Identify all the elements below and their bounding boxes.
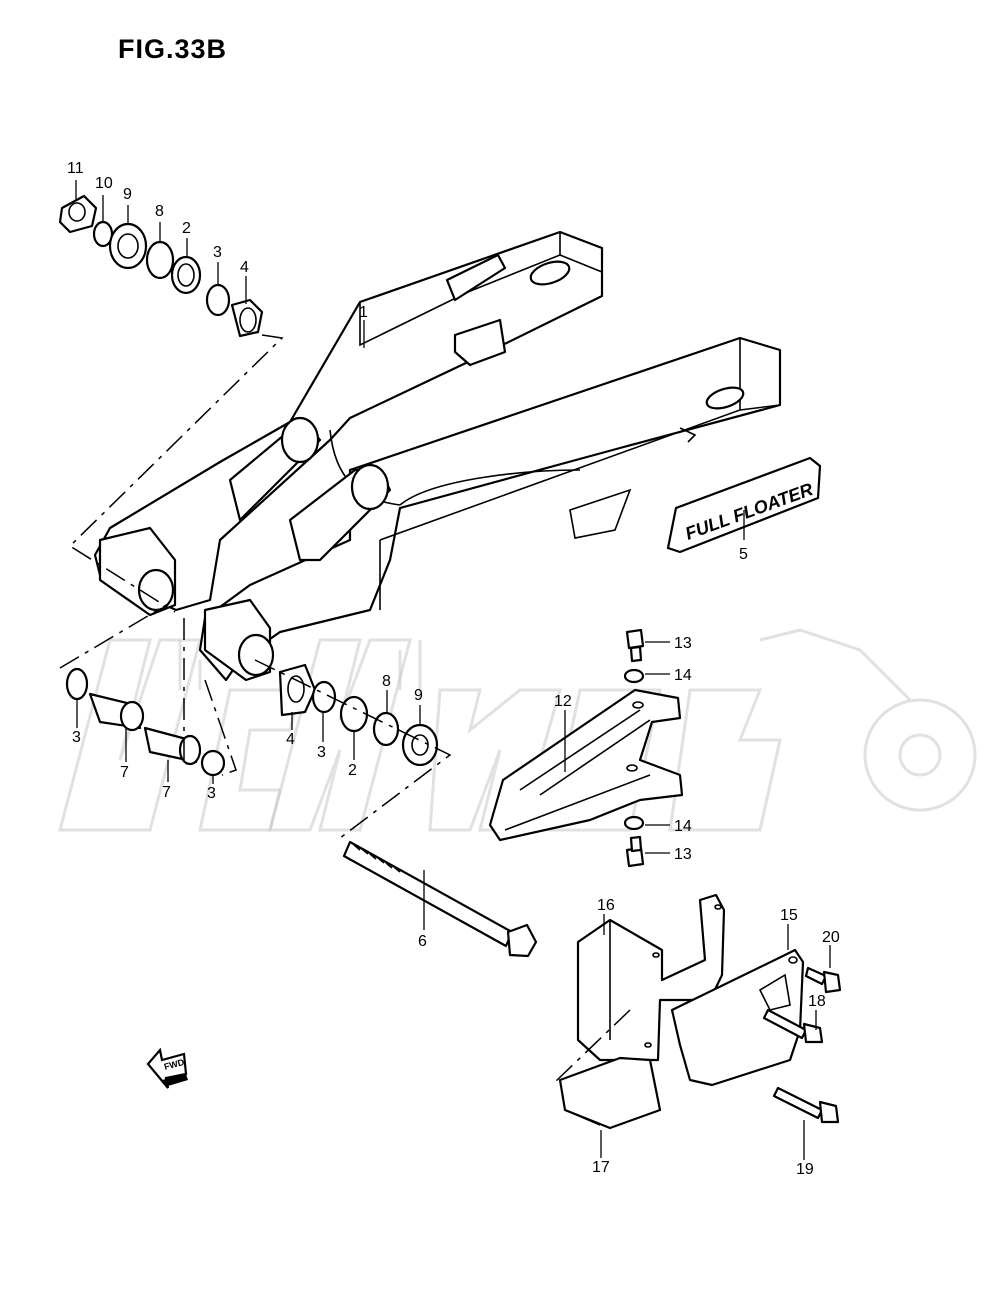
callout-3: 3 [72,729,81,746]
callout-10: 10 [95,175,113,192]
assembly-lines [59,334,631,1083]
swingarm [93,230,782,682]
callout-3: 3 [207,785,216,802]
callout-3: 3 [317,744,326,761]
callout-8: 8 [155,203,164,220]
callout-1: 1 [359,304,368,321]
callout-4: 4 [286,731,295,748]
callout-8: 8 [382,673,391,690]
callout-9: 9 [123,186,132,203]
figure-title: FIG.33B [118,34,228,64]
chain-guide-bracket [558,893,805,1130]
callout-14: 14 [674,667,692,684]
chain-guide [488,688,684,842]
callout-14: 14 [674,818,692,835]
callout-12: 12 [554,693,572,710]
callout-16: 16 [597,897,615,914]
callout-20: 20 [822,929,840,946]
callout-2: 2 [348,762,357,779]
callout-7: 7 [162,784,171,801]
callout-4: 4 [240,259,249,276]
callout-7: 7 [120,764,129,781]
callout-9: 9 [414,687,423,704]
callout-3: 3 [213,244,222,261]
callout-18: 18 [808,993,826,1010]
bracket-bolts [762,966,842,1124]
callout-6: 6 [418,933,427,950]
callout-19: 19 [796,1161,814,1178]
callouts: 11 10 9 8 2 3 4 1 5 3 7 7 3 4 3 2 8 9 6 … [67,160,840,1178]
callout-15: 15 [780,907,798,924]
callout-17: 17 [592,1159,610,1176]
callout-11: 11 [67,160,84,177]
callout-2: 2 [182,220,191,237]
callout-13: 13 [674,846,692,863]
chain-guide-fasteners [623,628,645,868]
fwd-direction-arrow: FWD [146,1047,188,1089]
callout-13: 13 [674,635,692,652]
pivot-bolt [342,840,538,958]
leader-lines [75,180,831,1160]
callout-5: 5 [739,546,748,563]
